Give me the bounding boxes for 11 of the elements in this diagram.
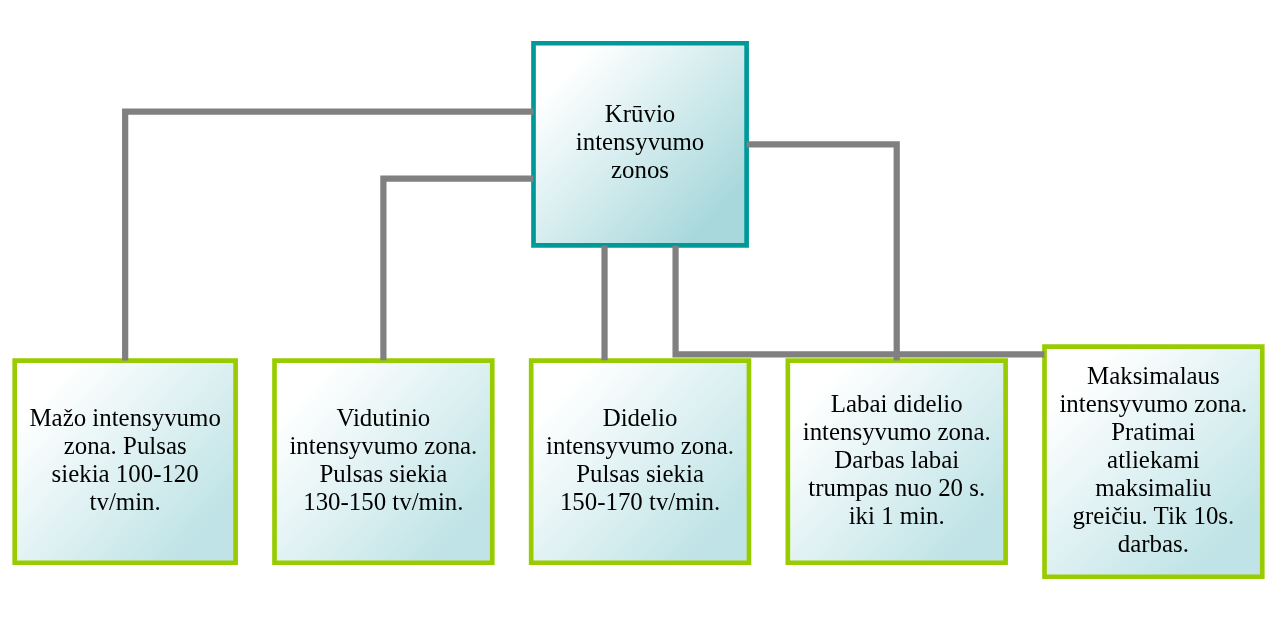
connector — [672, 245, 1045, 357]
connector — [122, 108, 534, 360]
node-box: Didelio intensyvumo zona. Pulsas siekia 150-170 tv/min. — [528, 357, 752, 565]
node-box: Vidutinio intensyvumo zona. Pulsas siekia 130-150 tv/min. — [272, 357, 495, 565]
node-box: Maksimalaus intensyvumo zona. Pratimai atliekami maksimaliu greičiu. Tik 10s. darbas. — [1042, 343, 1265, 579]
node-box: Mažo intensyvumo zona. Pulsas siekia 100-120 tv/min. — [12, 357, 238, 565]
connector — [601, 245, 608, 360]
connector — [380, 174, 534, 360]
node-box: Krūvio intensyvumo zonos — [531, 40, 749, 248]
node-box: Labai didelio intensyvumo zona. Darbas labai trumpas nuo 20 s. iki 1 min. — [785, 357, 1008, 565]
connector — [746, 140, 900, 360]
